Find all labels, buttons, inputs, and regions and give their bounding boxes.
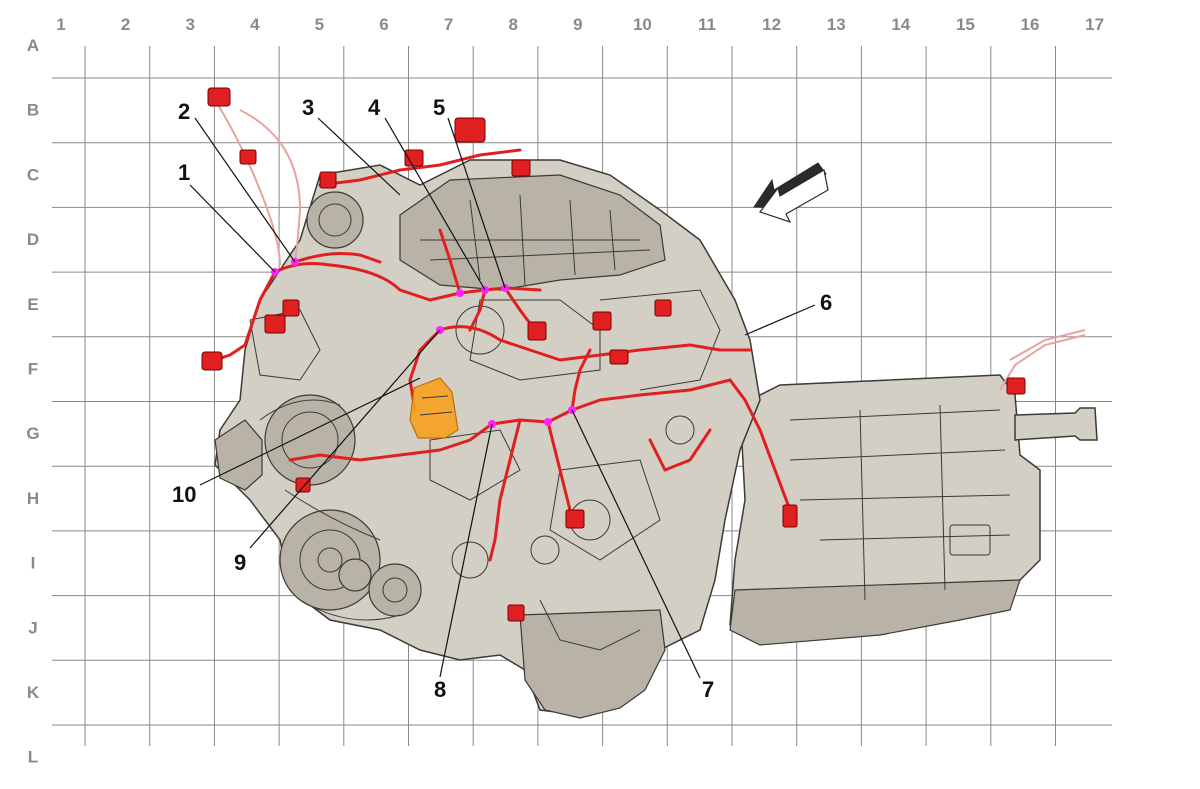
grid-row-label: H xyxy=(27,489,39,508)
harness-connector xyxy=(609,349,629,365)
grid-row-label: F xyxy=(28,360,38,379)
grid-column-label: 8 xyxy=(508,15,517,34)
grid-column-label: 14 xyxy=(891,15,910,34)
harness-connector xyxy=(565,509,585,529)
callout-9: 9 xyxy=(234,550,246,575)
callout-6: 6 xyxy=(820,290,832,315)
harness-connector xyxy=(264,314,286,334)
transmission-pan xyxy=(729,579,1021,646)
harness-connector xyxy=(511,159,531,177)
intake-manifold xyxy=(399,174,666,291)
engine-transmission-illustration xyxy=(214,159,1098,719)
harness-connector xyxy=(782,504,798,528)
callout-5: 5 xyxy=(433,95,445,120)
grid-column-label: 6 xyxy=(379,15,388,34)
grid-column-label: 17 xyxy=(1085,15,1104,34)
callout-4: 4 xyxy=(368,95,381,120)
grid-column-label: 10 xyxy=(633,15,652,34)
harness-connector xyxy=(239,149,257,165)
grid-column-label: 2 xyxy=(121,15,130,34)
output-shaft xyxy=(1014,407,1098,441)
callout-10: 10 xyxy=(172,482,196,507)
grid-row-label: I xyxy=(31,554,36,573)
grid-column-label: 13 xyxy=(827,15,846,34)
harness-connector xyxy=(454,117,486,143)
grid-column-label: 5 xyxy=(315,15,324,34)
harness-connector xyxy=(507,604,525,622)
grid-row-label: A xyxy=(27,36,39,55)
callout-labels: 1 2 3 4 5 6 7 8 9 10 xyxy=(172,95,832,702)
grid-row-label: K xyxy=(27,683,40,702)
tensioner-pulley xyxy=(338,558,372,592)
oil-pan xyxy=(519,609,666,719)
highlighted-component xyxy=(409,377,459,439)
harness-connector xyxy=(527,321,547,341)
callout-2: 2 xyxy=(178,99,190,124)
callout-7: 7 xyxy=(702,677,714,702)
harness-connector xyxy=(201,351,223,371)
callout-1: 1 xyxy=(178,160,190,185)
harness-connector xyxy=(282,299,300,317)
grid-row-label: G xyxy=(26,424,39,443)
front-pulley-lower xyxy=(279,509,381,611)
grid-column-label: 7 xyxy=(444,15,453,34)
callout-leaders xyxy=(189,117,816,679)
grid-row-label: D xyxy=(27,230,39,249)
grid-row-label: L xyxy=(28,748,38,767)
grid-row-label: C xyxy=(27,165,39,184)
connection-point xyxy=(456,289,464,297)
grid-column-label: 11 xyxy=(698,15,716,34)
throttle-body xyxy=(306,191,364,249)
callout-8: 8 xyxy=(434,677,446,702)
idler-pulley xyxy=(368,563,422,617)
grid-column-label: 4 xyxy=(250,15,260,34)
grid-column-label: 15 xyxy=(956,15,975,34)
grid-row-label: J xyxy=(28,618,37,637)
connection-point xyxy=(544,418,552,426)
grid-row-labels: A B C D E F G H I J K L xyxy=(26,36,39,767)
harness-connector xyxy=(404,149,424,167)
callout-3: 3 xyxy=(302,95,314,120)
harness-connector xyxy=(319,171,337,189)
front-direction-arrow-icon xyxy=(753,162,829,224)
grid-column-label: 1 xyxy=(56,15,65,34)
grid-column-label: 9 xyxy=(573,15,582,34)
grid-row-label: E xyxy=(27,295,38,314)
harness-connector xyxy=(1006,377,1026,395)
grid-column-label: 16 xyxy=(1021,15,1040,34)
harness-connector xyxy=(295,477,311,493)
harness-connector xyxy=(592,311,612,331)
grid-row-label: B xyxy=(27,101,39,120)
grid-column-label: 12 xyxy=(762,15,781,34)
harness-connector xyxy=(654,299,672,317)
grid-column-label: 3 xyxy=(185,15,194,34)
harness-connector xyxy=(207,87,231,107)
